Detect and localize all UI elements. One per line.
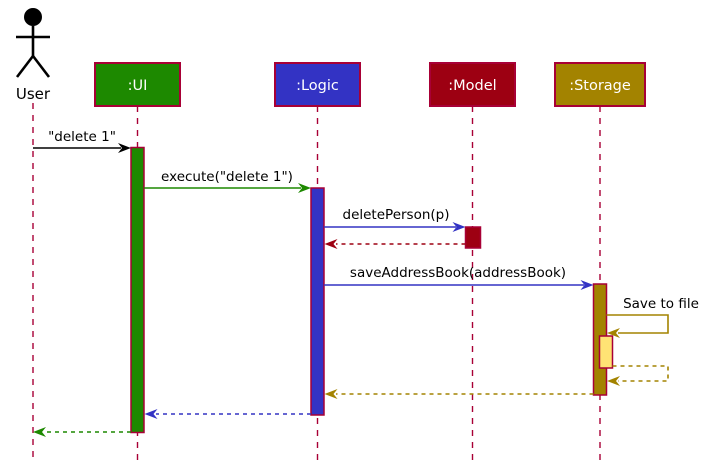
participant-label-model: :Model xyxy=(448,78,496,94)
actor-leg-left xyxy=(15,55,35,78)
actor-leg-right xyxy=(31,55,51,78)
activation-bar-model xyxy=(464,226,482,249)
activation-bar-ui xyxy=(130,146,145,434)
participant-box-ui xyxy=(94,62,181,107)
participant-box-logic xyxy=(274,62,361,107)
message-4-arrowhead-icon xyxy=(324,239,338,249)
message-9-arrowhead-icon xyxy=(144,409,158,419)
message-3-label: deletePerson(p) xyxy=(343,207,450,223)
message-2-label: execute("delete 1") xyxy=(161,169,293,185)
participant-label-storage: :Storage xyxy=(569,78,631,94)
message-6-label: Save to file xyxy=(623,296,699,312)
actor-user-figure xyxy=(15,8,51,78)
actor-user-label: User xyxy=(16,85,51,103)
activation-bar-storage-nested xyxy=(598,335,614,369)
activation-bar-logic xyxy=(310,187,325,416)
message-1-label: "delete 1" xyxy=(48,129,116,145)
message-6-line xyxy=(606,314,669,334)
actor-head xyxy=(24,8,42,26)
message-1-arrowhead-icon xyxy=(118,143,131,153)
message-10-arrowhead-icon xyxy=(33,427,46,437)
message-6-arrowhead-icon xyxy=(607,328,620,338)
participant-label-logic: :Logic xyxy=(296,78,339,94)
message-7-arrowhead-icon xyxy=(607,376,620,386)
participant-box-model xyxy=(429,62,516,107)
message-2-arrowhead-icon xyxy=(298,183,311,193)
participant-box-storage xyxy=(554,62,646,107)
message-5-label: saveAddressBook(addressBook) xyxy=(350,265,566,281)
message-7-line xyxy=(612,365,669,382)
message-5-arrowhead-icon xyxy=(580,280,594,290)
message-8-arrowhead-icon xyxy=(324,389,338,399)
participant-label-ui: :UI xyxy=(128,78,148,94)
message-3-arrowhead-icon xyxy=(452,222,466,232)
